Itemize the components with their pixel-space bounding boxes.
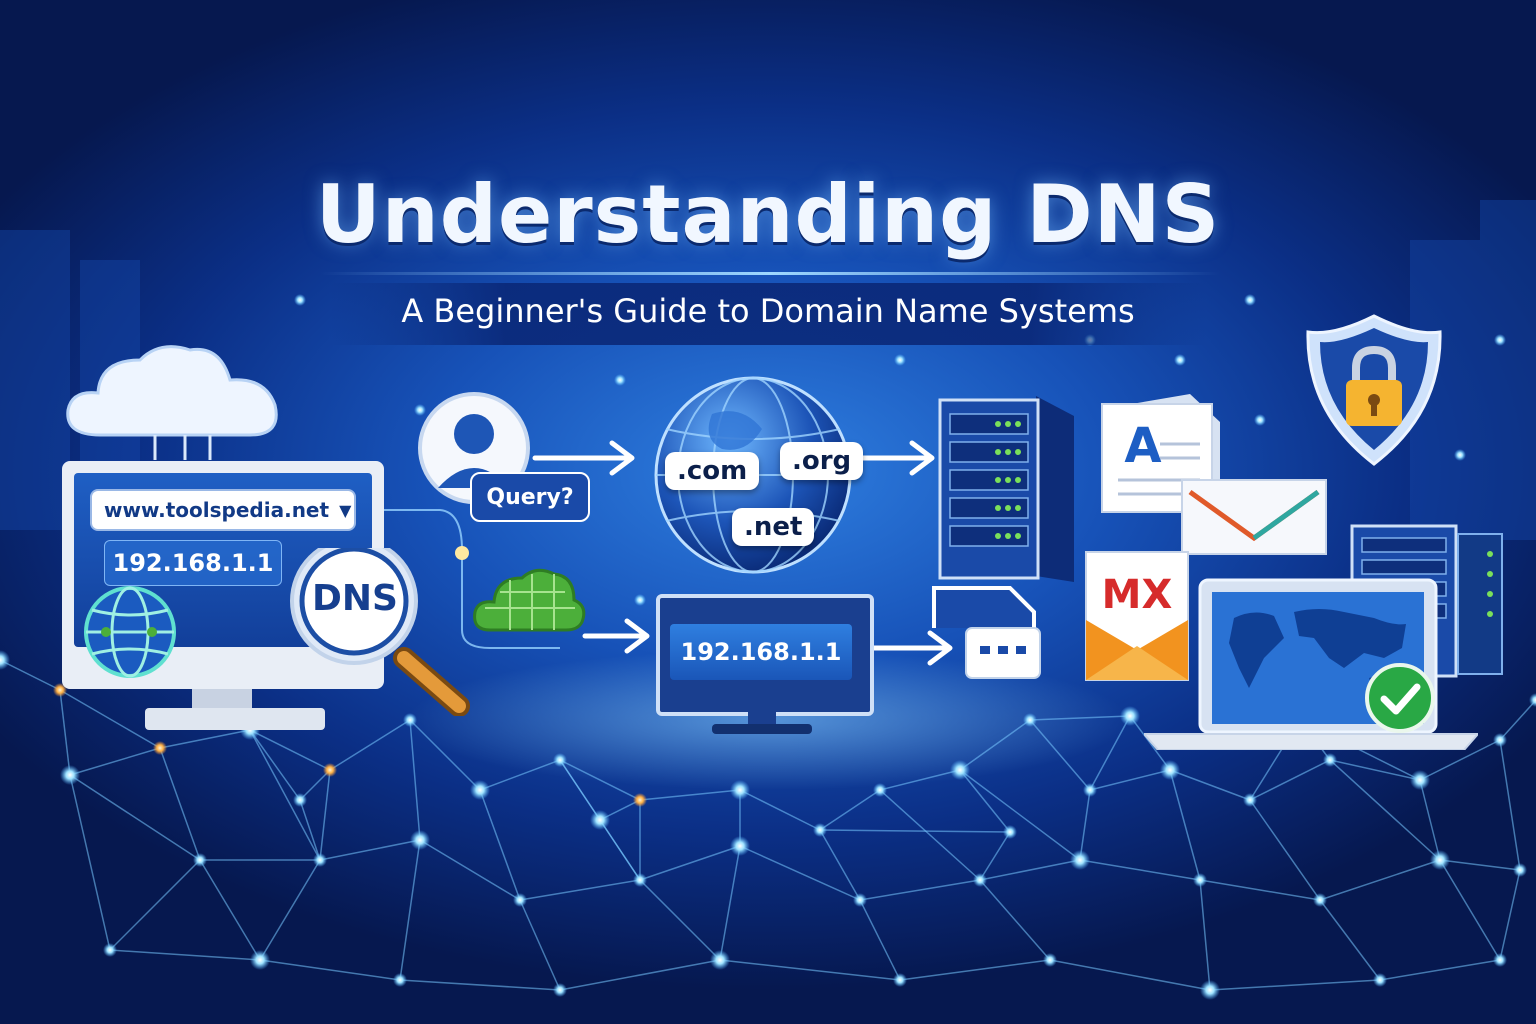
sparkle xyxy=(294,294,306,306)
network-node xyxy=(250,950,270,970)
tld-com: .com xyxy=(677,456,748,486)
network-node xyxy=(153,741,167,755)
network-node xyxy=(60,765,80,785)
network-node xyxy=(1243,793,1257,807)
network-node xyxy=(1529,693,1536,707)
sparkle xyxy=(414,404,426,416)
network-node xyxy=(323,763,337,777)
network-node xyxy=(313,853,327,867)
globe-small-icon xyxy=(84,586,176,678)
sparkle xyxy=(614,374,626,386)
network-node xyxy=(103,943,117,957)
checkmark-icon xyxy=(1365,663,1435,733)
network-node xyxy=(1043,953,1057,967)
server-rack-icon xyxy=(938,396,1074,582)
network-node xyxy=(193,853,207,867)
network-node xyxy=(950,760,970,780)
tld-net: .net xyxy=(744,512,803,542)
network-node xyxy=(710,950,730,970)
network-node xyxy=(633,793,647,807)
network-node xyxy=(893,973,907,987)
center-monitor: 192.168.1.1 xyxy=(656,594,874,716)
network-node xyxy=(1160,760,1180,780)
page-subtitle: A Beginner's Guide to Domain Name System… xyxy=(401,292,1135,330)
chevron-down-icon: ▼ xyxy=(339,500,352,520)
network-node xyxy=(853,893,867,907)
tld-bubble-net: .net xyxy=(732,508,815,546)
network-node xyxy=(1120,706,1140,726)
network-node xyxy=(1193,873,1207,887)
monitor-base xyxy=(145,708,325,730)
sparkle xyxy=(1254,414,1266,426)
network-node xyxy=(1323,753,1337,767)
network-node xyxy=(1023,713,1037,727)
magnifier-icon xyxy=(290,548,470,716)
network-node xyxy=(0,650,10,670)
a-record-label: A xyxy=(1124,418,1162,474)
tld-bubble-com: .com xyxy=(665,452,760,490)
network-node xyxy=(410,830,430,850)
resolved-ip-text: 192.168.1.1 xyxy=(680,638,842,666)
network-node xyxy=(730,780,750,800)
page-title: Understanding DNS xyxy=(315,168,1221,261)
title-divider xyxy=(320,272,1220,275)
mx-envelope-icon xyxy=(1085,551,1189,681)
network-node xyxy=(813,823,827,837)
ip-address-text: 192.168.1.1 xyxy=(112,549,274,577)
network-node xyxy=(973,873,987,887)
network-node xyxy=(293,793,307,807)
network-node xyxy=(1003,825,1017,839)
network-node xyxy=(553,983,567,997)
sparkle xyxy=(1174,354,1186,366)
network-node xyxy=(1200,980,1220,1000)
magnifier-label: DNS xyxy=(312,578,398,619)
query-bubble: Query? xyxy=(470,472,590,522)
sparkle xyxy=(1244,294,1256,306)
network-node xyxy=(1083,783,1097,797)
network-node xyxy=(403,713,417,727)
network-node xyxy=(393,973,407,987)
sparkle xyxy=(1494,334,1506,346)
address-bar-url: www.toolspedia.net xyxy=(104,498,330,522)
network-device-icon xyxy=(932,586,1041,679)
monitor-stand xyxy=(192,689,252,709)
shield-lock-icon xyxy=(1306,314,1442,466)
resolved-ip-display: 192.168.1.1 xyxy=(670,624,852,680)
network-node xyxy=(1070,850,1090,870)
network-node xyxy=(1373,973,1387,987)
address-bar[interactable]: www.toolspedia.net ▼ xyxy=(90,489,356,531)
sparkle xyxy=(634,594,646,606)
tld-bubble-org: .org xyxy=(780,442,864,480)
center-monitor-base xyxy=(712,724,812,734)
network-node xyxy=(1513,863,1527,877)
network-node xyxy=(513,893,527,907)
network-node xyxy=(470,780,490,800)
network-node xyxy=(1493,953,1507,967)
green-cloud-icon xyxy=(473,568,586,632)
subtitle-band xyxy=(330,283,1206,345)
network-node xyxy=(873,783,887,797)
network-node xyxy=(633,873,647,887)
cloud-icon xyxy=(66,345,278,460)
query-text: Query? xyxy=(486,484,574,510)
envelope-icon xyxy=(1181,479,1327,555)
network-node xyxy=(1313,893,1327,907)
tld-org: .org xyxy=(792,446,852,476)
center-monitor-stand xyxy=(748,712,776,726)
network-node xyxy=(590,810,610,830)
network-node xyxy=(1493,733,1507,747)
network-node xyxy=(1410,770,1430,790)
sparkle xyxy=(894,354,906,366)
sparkle xyxy=(1454,449,1466,461)
network-node xyxy=(1430,850,1450,870)
network-node xyxy=(553,753,567,767)
network-node xyxy=(730,836,750,856)
ip-display: 192.168.1.1 xyxy=(104,540,282,586)
mx-record-label: MX xyxy=(1101,572,1173,618)
